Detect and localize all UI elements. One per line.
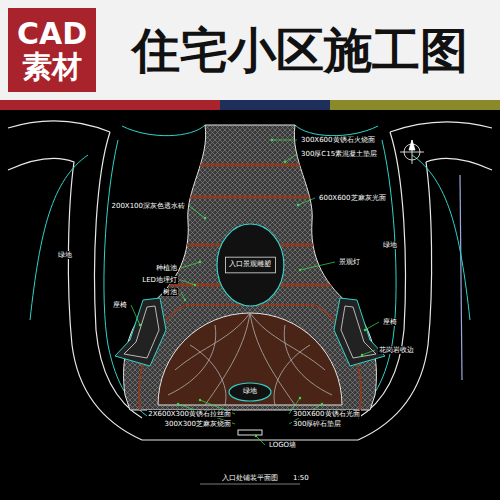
leader-dot — [177, 403, 179, 405]
color-stripe — [0, 100, 220, 110]
paving-area — [124, 125, 377, 410]
plaza-semicircle — [158, 313, 342, 405]
callout-text: 绿地 — [57, 251, 73, 259]
callout-text: LED地埋灯 — [141, 276, 178, 284]
leader-dot — [284, 161, 286, 163]
ring-band — [139, 305, 361, 410]
callout-text: 座椅 — [382, 318, 398, 326]
plaza-swirls — [168, 313, 332, 405]
caption-underline — [200, 484, 300, 485]
leader-line — [131, 305, 140, 325]
callout-text: 景观灯 — [338, 258, 361, 266]
north-arrow — [400, 140, 424, 164]
callout-text: 花岗岩收边 — [378, 346, 415, 354]
callout-text: 200X100深灰色透水砖 — [110, 202, 186, 210]
leader-line — [298, 198, 315, 205]
drawing-caption: 入口处铺装平面图 — [221, 474, 279, 482]
leader-dot — [361, 354, 363, 356]
callout-text: 300厚碎石垫层 — [292, 420, 342, 428]
callout-text: 座椅 — [112, 301, 128, 309]
leader-line — [181, 292, 185, 300]
leader-dot — [199, 261, 201, 263]
callout-text: 2X600X300黄锈石拉丝面 — [147, 410, 232, 418]
leader-line — [365, 322, 379, 330]
node-label: 素材 — [22, 50, 82, 83]
node-label: 绿地 — [243, 388, 257, 396]
leader-dot — [297, 204, 299, 206]
logo-box: CAD素材 — [8, 8, 96, 92]
color-stripe — [330, 100, 500, 110]
sculpture-oval: 入口景观雕塑 — [216, 223, 285, 307]
planter-inner — [124, 306, 376, 358]
node-label: CAD — [17, 17, 87, 50]
leader-line — [256, 436, 265, 445]
leader-dot — [321, 403, 323, 405]
callout-text: 树池 — [162, 288, 178, 296]
callout-text: 绿地 — [382, 241, 398, 249]
callout-text: 600X600芝麻灰光面 — [318, 194, 387, 202]
leader-line — [272, 140, 297, 141]
road-outline — [8, 121, 492, 440]
callout-text: LOGO墙 — [268, 441, 297, 449]
leader-dot — [255, 435, 257, 437]
leader-lines — [131, 139, 379, 445]
planter — [115, 298, 385, 366]
leader-dot — [271, 139, 273, 141]
leader-line — [181, 280, 195, 285]
leader-line — [285, 154, 297, 162]
callout-text: 300X300芝麻灰烧面 — [163, 420, 232, 428]
leader-dot — [299, 269, 301, 271]
page-title: 住宅小区施工图 — [132, 24, 468, 77]
leader-dot — [199, 399, 201, 401]
callout-text: 种植池 — [155, 264, 178, 272]
leader-line — [181, 262, 200, 268]
green-verge — [30, 125, 470, 418]
logo-wall — [238, 430, 262, 435]
leader-dot — [139, 324, 141, 326]
leader-line — [300, 262, 335, 270]
callout-text: 300X600黄锈石火烧面 — [300, 136, 376, 144]
callout-text: 300厚C15素混凝土垫层 — [300, 150, 378, 158]
lawn-oval: 绿地 — [228, 382, 272, 402]
callout-text: 1:50 — [292, 474, 310, 482]
leader-dot — [299, 397, 301, 399]
leader-dot — [194, 284, 196, 286]
leader-line — [189, 206, 205, 218]
leader-line — [362, 350, 375, 355]
leader-dot — [184, 299, 186, 301]
leader-dot — [204, 217, 206, 219]
color-stripe — [220, 100, 330, 110]
leader-dot — [364, 329, 366, 331]
node-label: 入口景观雕塑 — [229, 261, 271, 269]
callout-text: 300X600黄锈石光面 — [292, 410, 361, 418]
